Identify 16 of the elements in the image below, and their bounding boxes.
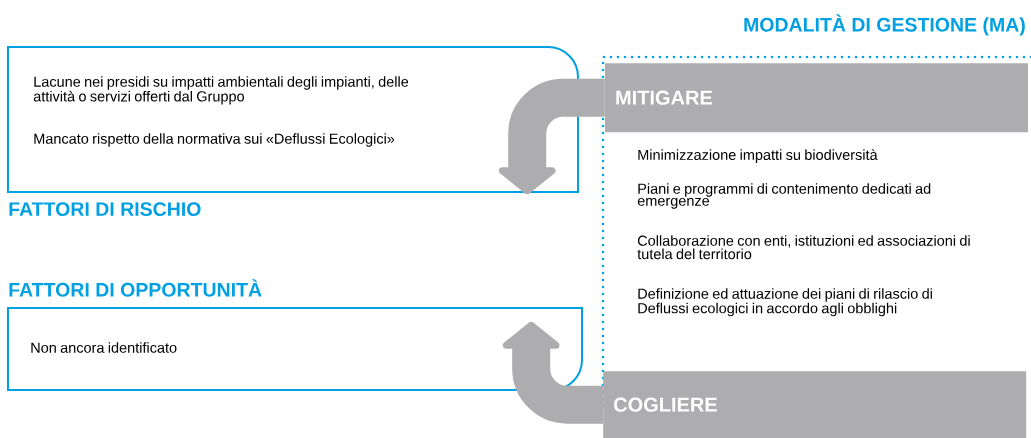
band: COGLIERE — [603, 371, 1027, 438]
band: MITIGARE — [605, 63, 1028, 133]
pipe-arrow — [502, 321, 603, 424]
body-text: Lacune nei presidi su impatti ambientali degli impianti, delle attività o servizi offerti dal Gruppo — [33, 76, 409, 105]
section-heading: FATTORI DI RISCHIO — [9, 202, 201, 216]
body-text: Collaborazione con enti, istituzioni ed associazioni di tutela del territorio — [637, 235, 970, 260]
body-text: Mancato rispetto della normativa sui «Deflussi Ecologici» — [34, 133, 395, 147]
section-heading: MODALITÀ DI GESTIONE (MA) — [744, 14, 1025, 36]
body-text: Minimizzazione impatti su biodiversità — [638, 149, 878, 163]
node-label: MITIGARE — [616, 90, 712, 105]
node-label: COGLIERE — [614, 397, 717, 412]
pipe-arrow — [498, 78, 605, 195]
body-text: Non ancora identificato — [31, 342, 177, 353]
body-text: Definizione ed attuazione dei piani di rilascio di Deflussi ecologici in accordo agli obblighi — [638, 288, 932, 317]
section-heading: FATTORI DI OPPORTUNITÀ — [9, 279, 262, 297]
body-text: Piani e programmi di contenimento dedicati ad emergenze — [637, 183, 931, 209]
